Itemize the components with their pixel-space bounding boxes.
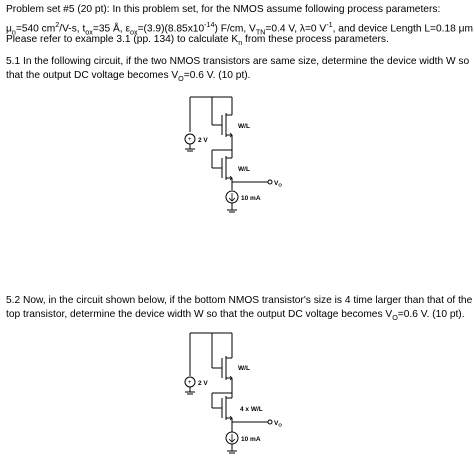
problem-instruction: Please refer to example 3.1 (pp. 134) to… xyxy=(6,34,389,48)
circuit2-current-label: 10 mA xyxy=(241,436,261,443)
circuit2-source-label: 2 V xyxy=(198,380,208,387)
process-parameters: μn=540 cm2/V-s, tox=35 Å, εox=(3.9)(8.85… xyxy=(6,20,474,37)
circuit1-current-label: 10 mA xyxy=(241,195,261,202)
circuit1-output-label: VO xyxy=(274,180,282,188)
problem-title: Problem set #5 (20 pt): In this problem … xyxy=(6,4,441,15)
question-5-1-line1: 5.1 In the following circuit, if the two… xyxy=(6,56,470,67)
svg-text:+: + xyxy=(188,380,192,386)
circuit2-output-label: VO xyxy=(274,420,282,428)
svg-text:+: + xyxy=(188,137,192,143)
circuit1-bottom-size-label: W/L xyxy=(238,166,250,173)
question-5-2-line1: 5.2 Now, in the circuit shown below, if … xyxy=(6,295,473,306)
question-5-1-line2: that the output DC voltage becomes VO=0.… xyxy=(6,70,251,84)
circuit1-top-size-label: W/L xyxy=(238,123,250,130)
question-5-2-line2: top transistor, determine the device wid… xyxy=(6,309,465,323)
circuit2-bottom-size-label: 4 x W/L xyxy=(240,406,263,413)
circuit1-source-label: 2 V xyxy=(198,137,208,144)
circuit2-top-size-label: W/L xyxy=(238,365,250,372)
